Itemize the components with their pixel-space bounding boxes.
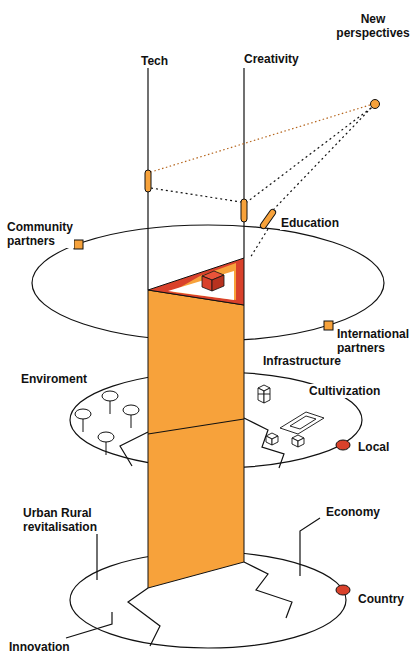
dotted-line bbox=[151, 188, 241, 202]
red-cube bbox=[202, 271, 224, 291]
node-text: Education bbox=[280, 216, 340, 230]
international-square bbox=[324, 321, 333, 330]
education-node: Education bbox=[258, 206, 344, 234]
dotted-line bbox=[247, 108, 371, 202]
node-circle bbox=[369, 98, 381, 110]
node-capsule bbox=[258, 206, 278, 232]
boundary-line bbox=[244, 418, 284, 468]
slab-top bbox=[148, 258, 244, 305]
diagram-label: Community partners bbox=[6, 220, 74, 248]
diagram-label: Creativity bbox=[243, 52, 300, 66]
boundary-line bbox=[128, 588, 160, 646]
boundary-line bbox=[244, 562, 292, 618]
dotted-connector bbox=[274, 108, 372, 209]
diagram-label: Cultivization bbox=[308, 384, 381, 398]
creativity-capsule bbox=[241, 199, 247, 222]
leader-line bbox=[66, 612, 112, 638]
diagram-label: Enviroment bbox=[20, 372, 88, 386]
community-square bbox=[74, 240, 83, 249]
diagram-label: Urban Rural revitalisation bbox=[22, 506, 98, 534]
country-dot bbox=[336, 585, 350, 595]
node-capsule-shape bbox=[259, 208, 277, 229]
diagram-label: Innovation bbox=[8, 640, 71, 654]
plane-intersection bbox=[148, 419, 244, 434]
perspective-node: New perspectives bbox=[334, 12, 412, 110]
node-text: New perspectives bbox=[335, 12, 410, 40]
trees bbox=[75, 391, 139, 455]
diagram-label: Local bbox=[357, 440, 390, 454]
slab-top-white bbox=[168, 271, 234, 300]
dotted-line bbox=[250, 229, 268, 258]
leader-line bbox=[300, 518, 320, 576]
slab-face bbox=[148, 290, 244, 588]
tech-capsule bbox=[145, 170, 151, 192]
diagram-label: International partners bbox=[336, 327, 410, 355]
fields bbox=[266, 412, 324, 447]
boundary-line bbox=[120, 432, 148, 466]
building bbox=[258, 385, 270, 403]
diagram-label: Tech bbox=[140, 54, 169, 68]
dotted-line bbox=[151, 105, 370, 172]
node-circle-shape bbox=[371, 100, 380, 109]
local-dot bbox=[336, 440, 350, 450]
diagram-label: Country bbox=[357, 592, 405, 606]
creativity-line bbox=[243, 68, 244, 258]
diagram-label: Economy bbox=[325, 505, 381, 519]
diagram-label: Infrastructure bbox=[262, 354, 342, 368]
